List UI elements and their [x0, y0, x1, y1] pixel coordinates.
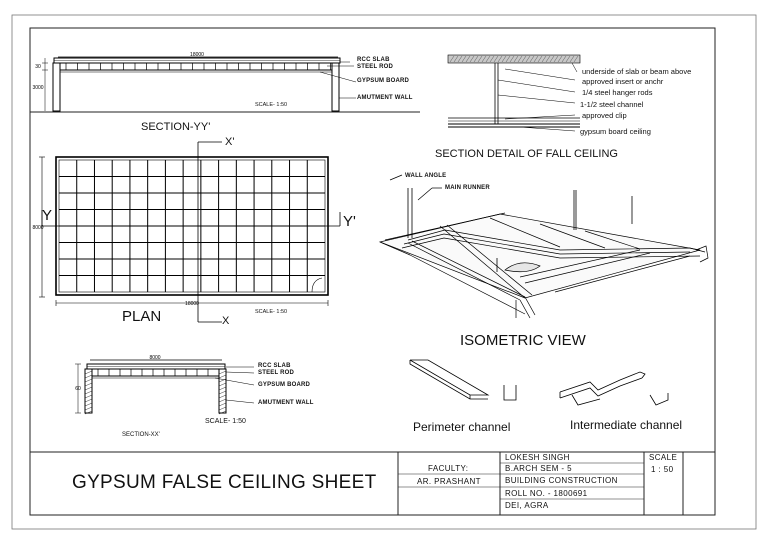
section-xx-dim-length: 8000	[149, 355, 160, 361]
plan-scale: SCALE- 1:50	[255, 309, 288, 315]
section-xx-dim-height: 60	[75, 386, 81, 392]
iso-label-wall-angle: WALL ANGLE	[405, 173, 447, 179]
plan-axis-x-top: X'	[225, 136, 235, 148]
intermediate-channel-drawing	[559, 371, 669, 406]
section-detail-title: SECTION DETAIL OF FALL CEILING	[435, 148, 618, 160]
title-block-lines	[30, 451, 715, 515]
sheet-title: GYPSUM FALSE CEILING SHEET	[72, 472, 377, 493]
section-yy-label-rcc-slab: RCC SLAB	[357, 57, 390, 63]
student-roll: ROLL NO. - 1800691	[505, 489, 588, 498]
plan-axis-x-bottom: X	[222, 315, 230, 327]
student-subject: BUILDING CONSTRUCTION	[505, 476, 618, 485]
faculty-label: FACULTY:	[428, 464, 469, 473]
isometric-drawing	[378, 174, 709, 319]
section-xx-label-gypsum-board: GYPSUM BOARD	[258, 382, 311, 388]
student-college: DEI, AGRA	[505, 501, 549, 510]
isometric-title: ISOMETRIC VIEW	[460, 332, 586, 349]
section-yy-drawing	[42, 56, 357, 112]
detail-label-hanger: 1/4 steel hanger rods	[582, 88, 653, 97]
section-xx-label-wall: AMUTMENT WALL	[258, 400, 314, 406]
student-course: B.ARCH SEM - 5	[505, 464, 572, 473]
section-xx-label-steel-rod: STEEL ROD	[258, 370, 295, 376]
section-yy-label-steel-rod: STEEL ROD	[357, 64, 394, 70]
plan-dim-height: 8000	[32, 225, 43, 231]
perimeter-channel-label: Perimeter channel	[413, 420, 511, 434]
student-name: LOKESH SINGH	[505, 453, 570, 462]
section-xx-scale: SCALE- 1:50	[205, 418, 246, 425]
detail-label-gypsum: gypsum board ceiling	[580, 127, 651, 136]
section-yy-title: SECTION-YY'	[141, 121, 211, 133]
section-xx-title: SECTION-XX'	[122, 432, 160, 438]
iso-label-main-runner: MAIN RUNNER	[445, 185, 490, 191]
section-yy-label-gypsum-board: GYPSUM BOARD	[357, 78, 410, 84]
section-yy-scale: SCALE- 1:50	[255, 102, 288, 108]
section-yy-dim-length: 18000	[190, 52, 204, 58]
plan-axis-y-right: Y'	[343, 213, 356, 230]
plan-axis-y-left: Y	[42, 207, 53, 224]
detail-label-channel: 1-1/2 steel channel	[580, 100, 644, 109]
detail-label-underside: underside of slab or beam above	[582, 67, 692, 76]
plan-drawing	[39, 141, 341, 323]
plan-title: PLAN	[122, 308, 162, 325]
section-yy-label-wall: AMUTMENT WALL	[357, 95, 413, 101]
scale-value: 1 : 50	[651, 465, 674, 474]
scale-label: SCALE	[649, 453, 678, 462]
perimeter-channel-drawing	[409, 359, 517, 401]
section-yy-dim-a: 30	[35, 64, 41, 70]
intermediate-channel-label: Intermediate channel	[570, 418, 683, 432]
section-detail-drawing	[447, 54, 581, 132]
detail-label-clip: approved clip	[582, 111, 627, 120]
plan-dim-width: 18000	[185, 301, 199, 307]
section-xx-label-rcc-slab: RCC SLAB	[258, 363, 291, 369]
detail-label-insert: approved insert or anchr	[582, 77, 664, 86]
section-yy-dim-b: 3000	[32, 85, 43, 91]
faculty-name: AR. PRASHANT	[417, 477, 481, 486]
section-xx-drawing	[75, 359, 255, 415]
